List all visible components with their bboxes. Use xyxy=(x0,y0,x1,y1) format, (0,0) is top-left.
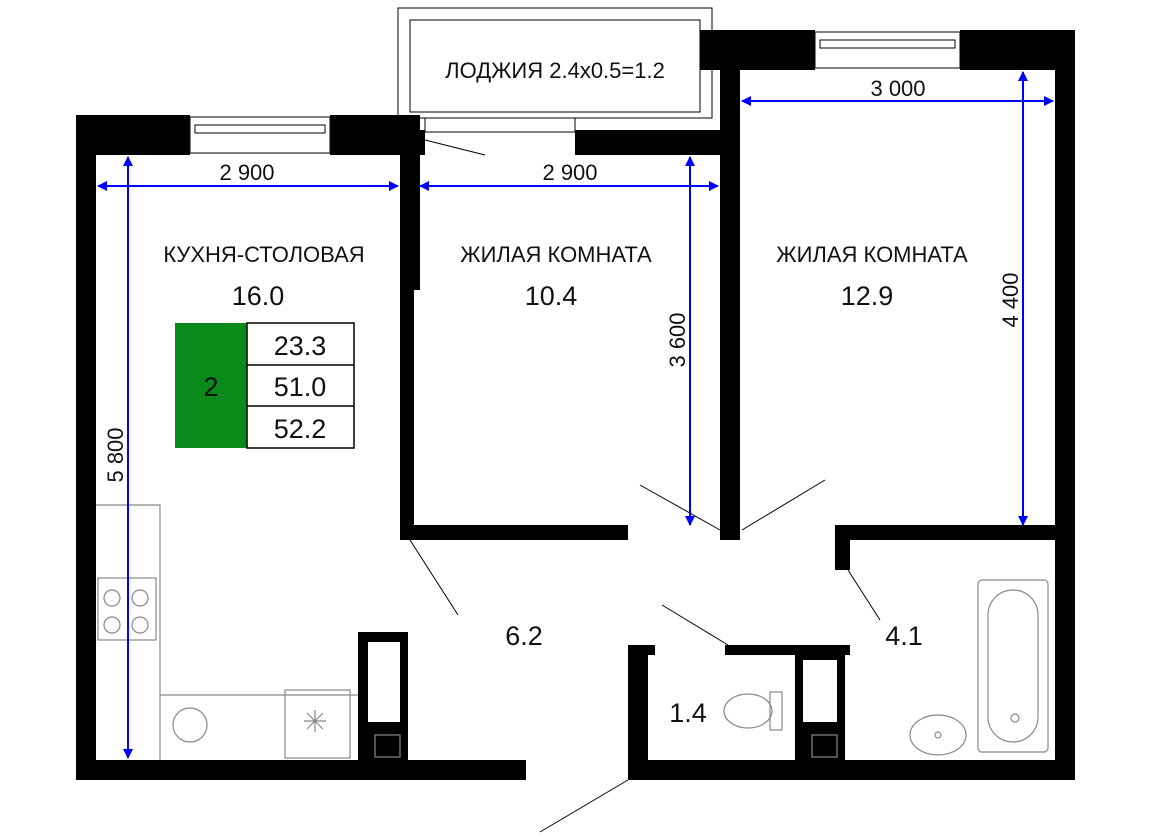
rooms-count: 2 xyxy=(203,372,218,402)
living-area-value: 23.3 xyxy=(274,331,327,361)
summary-table: 2 23.3 51.0 52.2 xyxy=(175,322,355,449)
hall-area: 6.2 xyxy=(505,621,543,651)
living1-label: ЖИЛАЯ КОМНАТА xyxy=(460,242,652,267)
living2-label: ЖИЛАЯ КОМНАТА xyxy=(776,242,968,267)
living1-width-dim: 2 900 xyxy=(542,160,597,185)
kitchen-label: КУХНЯ-СТОЛОВАЯ xyxy=(163,242,364,267)
living1-area: 10.4 xyxy=(525,281,578,311)
windows xyxy=(189,31,961,154)
kitchen-furniture xyxy=(96,504,838,760)
living2-area: 12.9 xyxy=(841,281,894,311)
living2-width-dim: 3 000 xyxy=(870,76,925,101)
loggia: ЛОДЖИЯ 2.4x0.5=1.2 xyxy=(397,7,713,119)
bathroom-fixtures xyxy=(723,579,1049,756)
total-with-loggia-value: 52.2 xyxy=(274,414,327,444)
living2-length-dim: 4 400 xyxy=(998,272,1023,327)
kitchen-area: 16.0 xyxy=(232,281,285,311)
wc-area: 1.4 xyxy=(669,698,707,728)
walls xyxy=(76,30,1075,780)
bathroom-area: 4.1 xyxy=(885,621,923,651)
living1-length-dim: 3 600 xyxy=(665,312,690,367)
total-area-value: 51.0 xyxy=(274,372,327,402)
doors xyxy=(409,139,881,833)
kitchen-width-dim: 2 900 xyxy=(219,160,274,185)
loggia-label: ЛОДЖИЯ 2.4x0.5=1.2 xyxy=(445,58,665,83)
kitchen-length-dim: 5 800 xyxy=(103,427,128,482)
dimension-lines xyxy=(97,71,1054,759)
